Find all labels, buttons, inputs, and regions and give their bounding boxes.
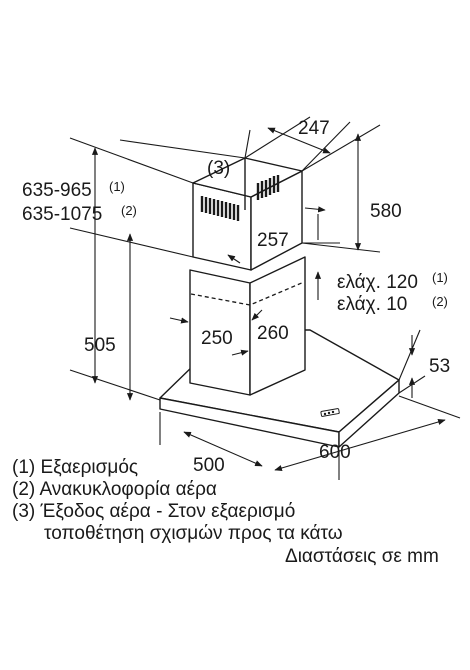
dim-label-canopy-height: 53 (429, 356, 450, 377)
dim-line-lower-width (169, 317, 189, 324)
dim-line-lower-width-tick (231, 349, 249, 356)
dim-label-lower-depth: 260 (257, 323, 289, 344)
control-button (331, 410, 335, 414)
control-button (323, 412, 327, 416)
lower-chimney-side (249, 256, 306, 396)
dim-line-canopy-depth (183, 431, 263, 467)
dim-label-top-depth: 247 (298, 118, 330, 139)
extension-line (398, 395, 461, 419)
dim-label-min-overlap-1: ελάχ. 120 (337, 272, 418, 293)
extension-line (398, 329, 421, 381)
dim-label-min-overlap-1-note: (1) (432, 270, 448, 285)
dim-line-lower-depth (251, 309, 263, 321)
overlap-dashed-line (190, 281, 305, 306)
extension-line (69, 137, 194, 184)
dim-line-upper-width (227, 254, 241, 264)
extension-line (119, 139, 246, 159)
dim-label-upper-width: 257 (257, 230, 289, 251)
dim-line-upper-width (304, 206, 326, 213)
dim-label-lower-width: 250 (201, 328, 233, 349)
dim-label-total-height-1: 635-965 (22, 180, 92, 201)
dim-label-total-height-1-note: (1) (109, 179, 125, 194)
control-button (327, 411, 331, 415)
dimension-lines (69, 116, 461, 480)
dim-line-top-depth (267, 127, 331, 154)
extension-line (69, 369, 161, 401)
extension-line (244, 129, 251, 159)
dim-label-total-height-2: 635-1075 (22, 204, 102, 225)
dimension-labels: (3) 247 580 257 635-965 (1) 635-1075 (2)… (22, 118, 450, 476)
air-outlet-slots (200, 175, 280, 221)
dim-label-total-height-2-note: (2) (121, 203, 137, 218)
dim-label-callout-3: (3) (207, 158, 230, 179)
dim-label-min-overlap-2: ελάχ. 10 (337, 294, 407, 315)
dim-label-min-overlap-2-note: (2) (432, 294, 448, 309)
extension-line (301, 124, 381, 172)
dim-label-canopy-depth: 500 (193, 455, 225, 476)
dim-label-lower-height: 505 (84, 335, 116, 356)
extension-line (301, 242, 381, 253)
extension-line (69, 227, 194, 258)
dim-label-canopy-width: 600 (319, 442, 351, 463)
dim-line-canopy-width (274, 419, 446, 471)
dim-label-upper-height: 580 (370, 201, 402, 222)
